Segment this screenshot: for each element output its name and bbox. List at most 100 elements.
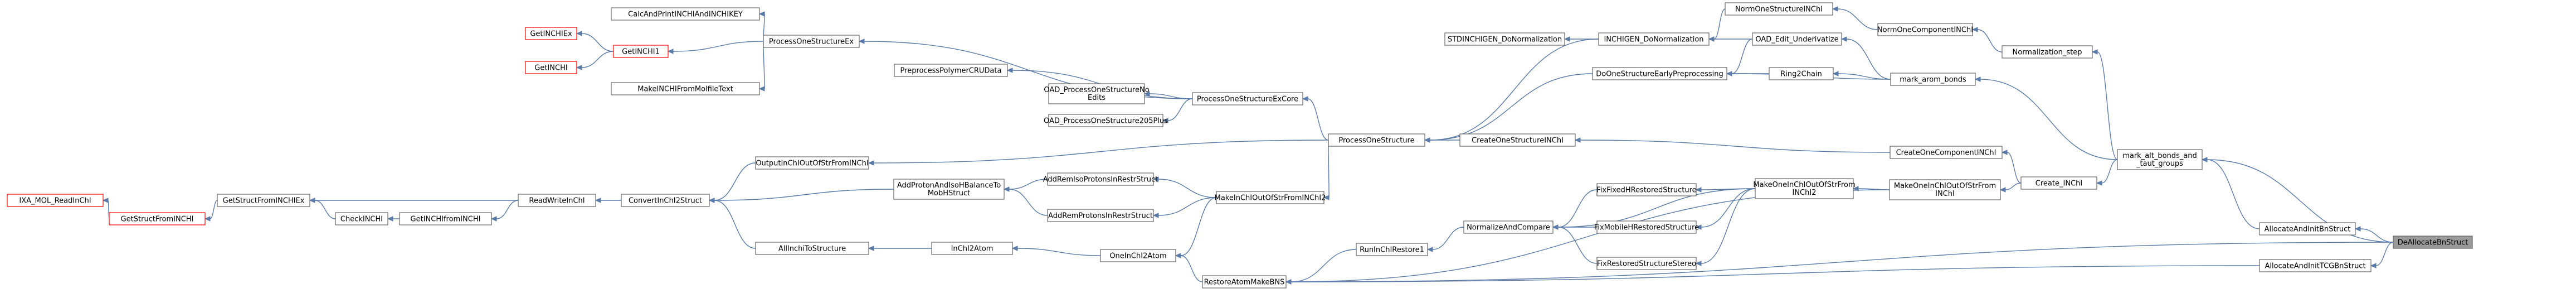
arrowhead-icon [387,216,393,222]
function-node[interactable]: ProcessOneStructure [1328,133,1425,147]
function-node[interactable]: OAD_ProcessOneStructure205Plus [1044,114,1168,127]
function-node[interactable]: FixFixedHRestoredStructure [1596,183,1697,196]
edge-line [1429,73,1593,141]
function-node[interactable]: NormalizeAndCompare [1463,220,1554,234]
arrowhead-icon [1152,176,1159,182]
node-layer: IXA_MOL_ReadInChI GetStructFromINCHI GetSt… [7,2,2473,289]
function-node[interactable]: PreprocessPolymerCRUData [894,64,1008,77]
function-node[interactable]: RestoreAtomMakeBNS [1202,275,1287,289]
function-node[interactable]: mark_alt_bonds_and_taut_groups [2117,149,2203,170]
arrowhead-icon [1695,261,1702,266]
function-node[interactable]: ProcessOneStructureExCore [1192,92,1303,105]
function-node[interactable]: CreateOneComponentINChI [1890,146,2003,159]
arrowhead-icon [1574,137,1581,143]
arrowhead-icon [1143,91,1150,97]
function-node[interactable]: MakeINCHIFromMolfileText [611,82,760,95]
function-node[interactable]: mark_arom_bonds [1890,73,1976,86]
arrowhead-icon [1424,137,1430,143]
function-node[interactable]: AddRemProtonsInRestrStruct [1047,209,1154,222]
node-box [2020,176,2097,190]
edge-line [1837,8,1878,30]
function-node[interactable]: GetINCHIEx [525,27,577,40]
function-node[interactable]: IXA_MOL_ReadInChI [7,194,104,207]
edge-line [1307,98,1329,141]
node-label: RestoreAtomMakeBNS [1204,278,1285,287]
node-label: FixFixedHRestoredStructure [1596,186,1696,195]
edge-line [1017,248,1101,256]
function-node[interactable]: CalcAndPrintINCHIAndINCHIKEY [611,7,760,21]
function-node[interactable]: NormOneComponentINChI [1877,23,1973,36]
call-edge-n26-n19 [1302,96,1329,141]
function-node[interactable]: GetINCHI [525,61,577,74]
function-node[interactable]: AddRemIsoProtonsInRestrStruct [1043,172,1158,186]
function-node[interactable]: INCHIGEN_DoNormalization [1598,32,1710,46]
node-label: AddRemIsoProtonsInRestrStruct [1043,176,1158,184]
node-box [1047,172,1154,186]
arrowhead-icon [1302,96,1308,102]
call-edge-n19-n17 [1143,91,1193,99]
arrowhead-icon [1323,195,1330,200]
call-edge-n25-n22 [1152,197,1217,218]
function-node[interactable]: RunInChIRestore1 [1356,243,1428,256]
node-box [1769,67,1834,80]
edge-line [2375,242,2394,266]
edge-line [1009,179,1048,190]
function-node[interactable]: ConvertInChI2Struct [621,194,710,207]
function-node[interactable]: Normalization_step [2002,45,2093,59]
function-node[interactable]: ReadWriteInChI [518,194,596,207]
function-node[interactable]: AllInchiToStructure [755,242,869,255]
function-node[interactable]: MakeInChIOutOfStrFromINChI2 [1215,191,1326,204]
call-edge-n23-n14 [868,246,932,251]
function-node[interactable]: OAD_Edit_Underivatize [1752,32,1842,46]
node-box [2002,45,2093,59]
function-node[interactable]: AllocateAndInitTCGBnStruct [2259,259,2372,272]
function-node[interactable]: Ring2Chain [1769,67,1834,80]
edge-line [496,200,519,219]
arrowhead-icon [1999,187,2006,193]
call-edge-n44-n28 [1285,189,1890,285]
edge-line [1009,189,1048,216]
edge-line [1291,249,1357,282]
function-node[interactable]: STDINCHIGEN_DoNormalization [1444,32,1565,46]
node-box [1328,133,1425,147]
node-label: NormOneStructureINChI [1735,6,1823,14]
function-node[interactable]: DoOneStructureEarlyPreprocessing [1592,67,1727,80]
function-node[interactable]: ProcessOneStructureEx [763,35,860,48]
function-node[interactable]: OutputInChIOutOfStrFromINChI [755,156,869,170]
function-node[interactable]: Create_INChI [2020,176,2097,190]
function-node[interactable]: GetStructFromINCHIEx [217,194,310,207]
arrowhead-icon [1832,71,1839,76]
node-label: Create_INChI [2036,180,2082,188]
function-node[interactable]: AllocateAndInitBnStruct [2259,222,2356,236]
call-edge-n12-n11 [595,198,621,203]
function-node[interactable]: InChI2Atom [931,242,1013,255]
call-edge-n33-n27 [1426,227,1464,252]
node-box [894,64,1008,77]
call-edge-n50-n49 [2370,242,2394,268]
function-node[interactable]: GetStructFromINCHI [109,212,206,225]
node-box [1890,146,2003,159]
function-node[interactable]: GetINCHIfromINCHI [399,212,492,225]
node-label: DoOneStructureEarlyPreprocessing [1596,70,1723,79]
call-edge-n28-n24 [1175,253,1203,282]
node-label: GetINCHI1 [622,48,660,56]
node-label: CalcAndPrintINCHIAndINCHIKEY [628,11,743,19]
function-node[interactable]: GetINCHI1 [613,45,669,58]
call-edge-n11-n03 [309,198,518,203]
call-edge-n39-n32 [1726,39,1753,76]
function-node[interactable]: FixMobileHRestoredStructure [1594,220,1699,234]
function-node[interactable]: FixRestoredStructureStereo [1596,257,1697,270]
function-node[interactable]: NormOneStructureINChI [1725,2,1833,16]
function-node[interactable]: OneInChI2Atom [1100,249,1176,262]
function-node[interactable]: CheckINCHI [335,212,388,225]
arrowhead-icon [2370,263,2377,268]
node-box [1047,209,1154,222]
function-node[interactable]: CreateOneStructureINChI [1459,133,1576,147]
node-box [1048,83,1145,104]
